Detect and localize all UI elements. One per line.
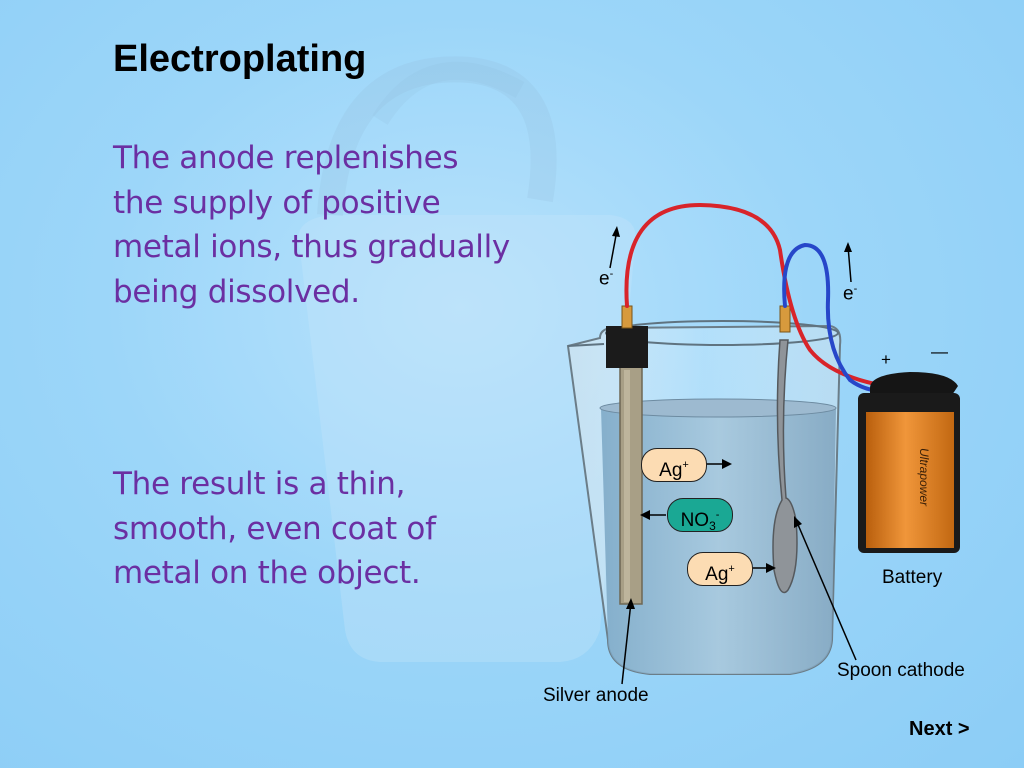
ion-symbol: Ag [705,564,729,585]
battery-cap [870,372,958,395]
result-explanation-text: The result is a thin, smooth, even coat … [113,462,573,596]
battery-brand-text: Ultrapower [917,448,931,507]
electron-symbol: e [599,268,610,290]
cathode-pointer [795,519,857,661]
silver-anode-label: Silver anode [543,685,649,706]
ion-charge: + [682,459,689,471]
silver-anode [619,365,643,605]
minus-terminal-label: — [931,342,948,361]
text-line: The anode replenishes [113,140,459,176]
electron-charge: - [609,268,614,280]
ion-subscript: 3 [709,519,716,533]
text-line: The result is a thin, [113,466,406,502]
silver-ion-bottom: Ag+ [687,552,753,586]
blue-wire [782,242,902,394]
text-line: the supply of positive [113,184,441,221]
text-line: metal on the object. [113,555,421,591]
anode-pointer [621,601,632,685]
anode-clamp [606,326,648,368]
ion-charge: + [728,563,735,575]
text-line: metal ions, thus gradually [113,229,510,265]
slide-title: Electroplating [113,38,367,80]
silver-ion-top: Ag+ [641,448,707,482]
nitrate-ion: NO3- [667,498,733,533]
next-button[interactable]: Next > [909,718,970,740]
ion-symbol: NO [680,510,710,531]
battery-label: Battery [882,567,943,588]
spoon-cathode [772,339,798,594]
electron-label-left: e- [599,268,613,290]
electron-charge: - [853,283,858,295]
ion-charge: - [715,509,720,521]
electron-label-right: e- [843,283,857,305]
electron-symbol: e [843,283,854,305]
ion-symbol: Ag [659,460,683,481]
text-line: being dissolved. [113,273,360,310]
plus-terminal-label: + [881,350,891,369]
red-wire [624,202,882,387]
spoon-cathode-label: Spoon cathode [837,660,965,681]
anode-explanation-text: The anode replenishes the supply of posi… [113,136,573,314]
text-line: smooth, even coat of [113,510,436,547]
